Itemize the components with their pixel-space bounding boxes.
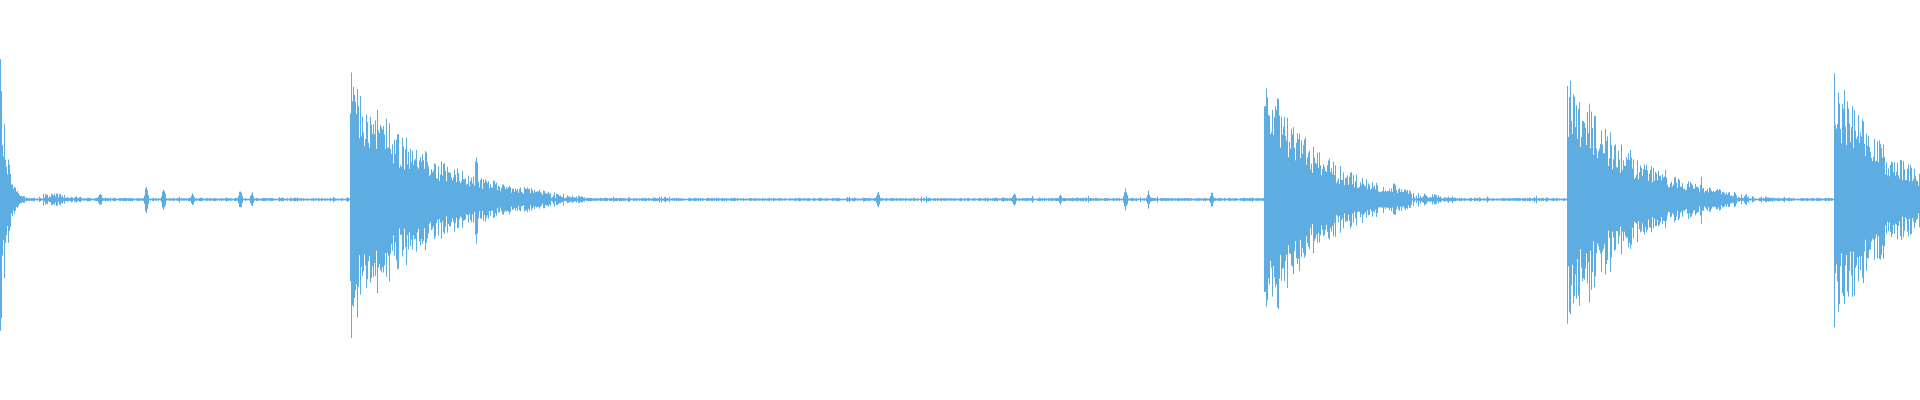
waveform-trace <box>0 59 1920 338</box>
